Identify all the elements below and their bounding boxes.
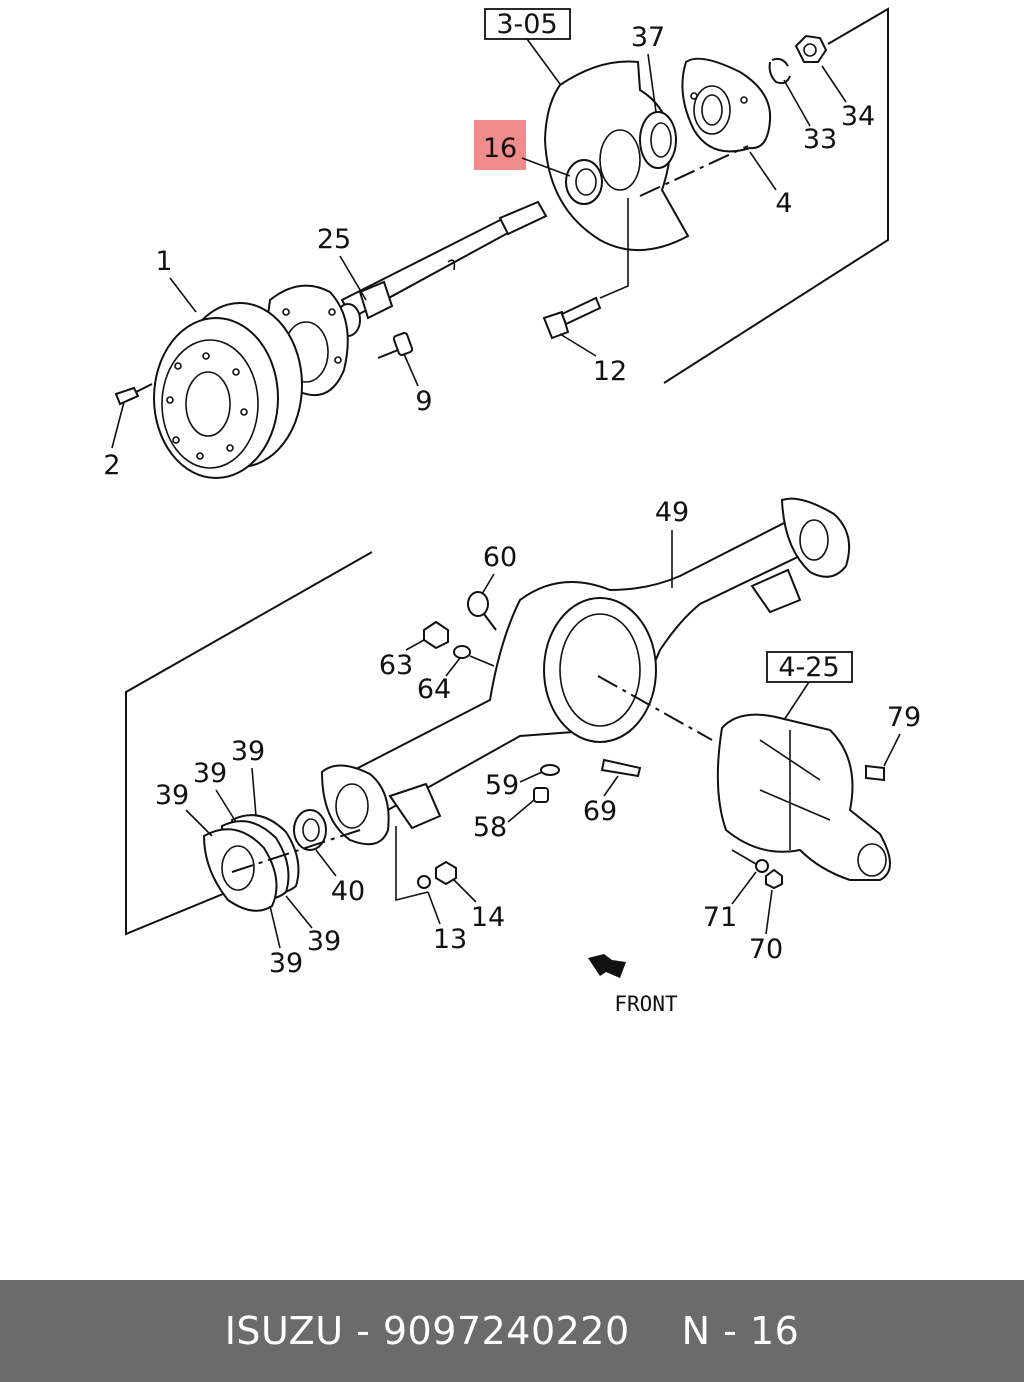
front-arrow-icon: [588, 954, 626, 978]
callout-34: 34: [841, 101, 875, 132]
carrier-bracket-line: [731, 849, 757, 865]
plug-58: [533, 787, 549, 803]
callout-59: 59: [485, 770, 519, 801]
callout-33: 33: [803, 124, 837, 155]
part-number-text: ISUZU - 9097240220: [224, 1309, 630, 1353]
axle-shaft-25: [335, 200, 548, 337]
bearing-40: [293, 809, 327, 851]
bolt-12: [542, 296, 602, 340]
nut-34: [794, 34, 828, 63]
snap-ring-33: [768, 57, 791, 85]
callout-40: 40: [331, 876, 365, 907]
callout-58: 58: [473, 812, 507, 843]
ref-box-3-05: 3-05: [484, 8, 571, 85]
ref-box-4-25: 4-25: [766, 651, 853, 721]
washer-13: [417, 875, 431, 889]
screw-2: [114, 383, 153, 406]
callout-4: 4: [775, 188, 792, 219]
callout-39: 39: [193, 758, 227, 789]
retainer-flange-4: [681, 57, 772, 153]
shim-centerline: [231, 829, 361, 873]
breather-60: [467, 591, 497, 631]
callout-39: 39: [155, 780, 189, 811]
bolt-63: [423, 620, 449, 650]
front-indicator: FRONT: [588, 954, 678, 1016]
lower-centerline: [597, 675, 713, 741]
callout-1: 1: [155, 246, 172, 277]
stud-9: [377, 332, 414, 359]
callout-39: 39: [231, 736, 265, 767]
differential-carrier: [716, 713, 891, 881]
callout-63: 63: [379, 650, 413, 681]
bearing-37: [639, 111, 677, 169]
stud-69: [600, 758, 642, 778]
ref-box-label: 4-25: [778, 652, 839, 683]
bolt-79: [865, 764, 885, 782]
axle-housing-49: [320, 497, 850, 846]
callout-39: 39: [269, 948, 303, 979]
callout-79: 79: [887, 702, 921, 733]
highlight-callout-16: 16: [474, 120, 571, 177]
nut-14: [435, 860, 457, 886]
callout-9: 9: [415, 386, 432, 417]
callout-60: 60: [483, 542, 517, 573]
callout-49: 49: [655, 497, 689, 528]
washer-71: [755, 859, 769, 873]
nut-bracket-line: [395, 826, 429, 902]
callout-37: 37: [631, 22, 665, 53]
callout-70: 70: [749, 934, 783, 965]
front-label: FRONT: [614, 992, 678, 1016]
upper-frame-lines: [663, 7, 889, 384]
callout-12: 12: [593, 356, 627, 387]
oil-seal-16: [565, 159, 603, 205]
exploded-parts-diagram: 3-05 4-25 16 37 34 33 4 25 1 9 12 2 49 6…: [103, 7, 921, 1016]
callout-14: 14: [471, 902, 505, 933]
callout-13: 13: [433, 924, 467, 955]
washer-64: [453, 645, 471, 659]
ref-box-label: 3-05: [496, 9, 557, 40]
callouts: 37 34 33 4 25 1 9 12 2 49 60 63 64 79 39…: [103, 22, 921, 979]
brake-drum-1: [153, 302, 303, 479]
footer-bar: ISUZU - 9097240220 N - 16: [0, 1280, 1024, 1382]
callout-71: 71: [703, 902, 737, 933]
washer-59: [540, 764, 560, 776]
callout-64: 64: [417, 674, 451, 705]
lower-frame-lines: [125, 551, 373, 936]
callout-2: 2: [103, 450, 120, 481]
callout-25: 25: [317, 224, 351, 255]
nut-70: [765, 868, 783, 890]
callout-label: 16: [483, 133, 517, 164]
bolt-12-leader-path: [599, 198, 629, 299]
upper-centerline: [639, 145, 749, 197]
page-ref-text: N - 16: [681, 1309, 800, 1353]
callout-69: 69: [583, 796, 617, 827]
callout-39: 39: [307, 926, 341, 957]
